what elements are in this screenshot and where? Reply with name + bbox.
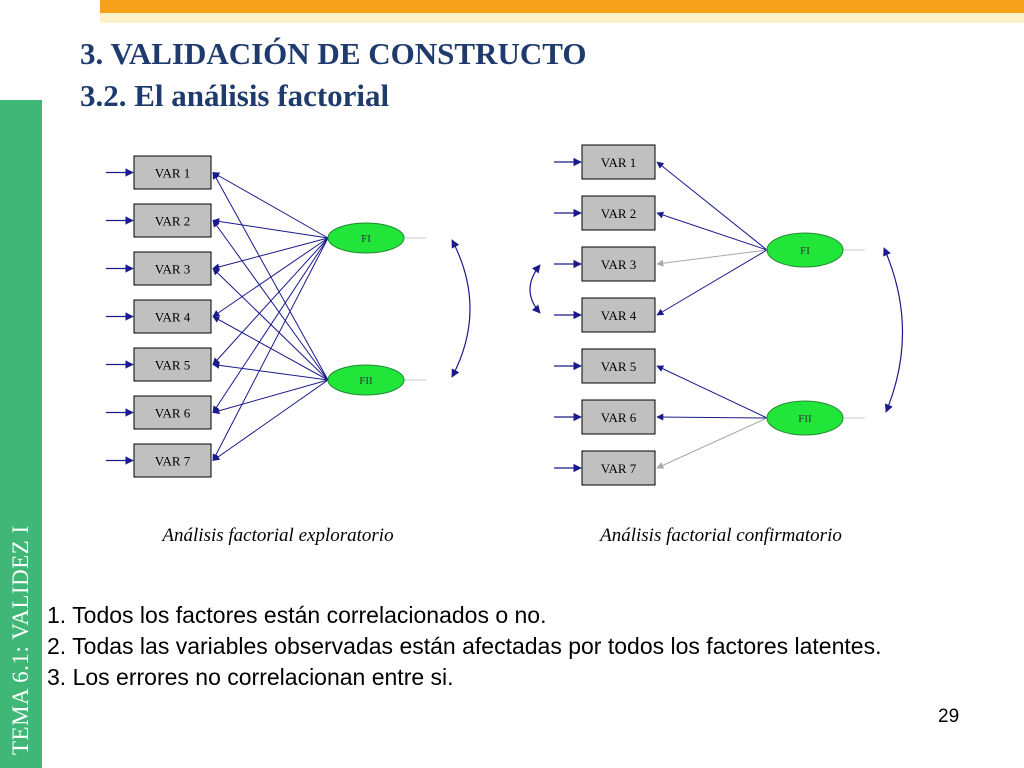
factor-label: FII: [798, 413, 812, 425]
variable-label: VAR 5: [155, 358, 191, 373]
variable-label: VAR 5: [601, 359, 637, 374]
loading-path: [656, 249, 768, 267]
caption-exploratory: Análisis factorial exploratorio: [160, 525, 393, 546]
loading-path: [212, 237, 329, 366]
loading-path: [656, 161, 768, 251]
loading-path: [212, 237, 329, 271]
variable-box: [133, 251, 212, 286]
loading-path: [212, 172, 329, 239]
variable-box: [581, 450, 656, 486]
factor-label: FI: [800, 245, 810, 257]
confirmatory-diagram: VAR 1 VAR 2 VAR 3 VAR 4 VAR 5 VAR 6 VAR 7 FI FII: [529, 144, 904, 486]
loading-path: [212, 219, 329, 381]
correlation-curve: [529, 264, 541, 314]
note-item: 3. Los errores no correlacionan entre si…: [47, 664, 454, 690]
loading-path: [656, 211, 768, 251]
variable-box: [133, 443, 212, 478]
variable-box: [133, 203, 212, 238]
variable-label: VAR 6: [155, 406, 191, 421]
variable-box: [581, 195, 656, 231]
loading-path: [212, 379, 329, 415]
top-accent-bar-light: [100, 13, 1024, 23]
variable-box: [581, 399, 656, 435]
loading-path: [656, 413, 768, 421]
slide-subtitle: 3.2. El análisis factorial: [80, 78, 390, 113]
loading-path: [212, 316, 329, 381]
variable-box: [581, 348, 656, 384]
note-item: 2. Todas las variables observadas están …: [47, 633, 882, 659]
factor-label: FII: [359, 375, 373, 387]
variable-box: [581, 297, 656, 333]
side-bar: [0, 100, 42, 768]
top-accent-bar: [100, 0, 1024, 13]
loading-path: [212, 268, 329, 381]
variable-box: [133, 395, 212, 430]
variable-box: [133, 299, 212, 334]
variable-box: [581, 246, 656, 282]
loading-path: [212, 361, 329, 381]
variable-label: VAR 6: [601, 410, 637, 425]
factor-analysis-diagrams: VAR 1 VAR 2 VAR 3 VAR 4 VAR 5 VAR 6 VAR 7 FI FII…: [106, 144, 904, 546]
caption-confirmatory: Análisis factorial confirmatorio: [598, 525, 842, 546]
slide-title: 3. VALIDACIÓN DE CONSTRUCTO: [80, 36, 587, 71]
loading-path: [212, 237, 329, 414]
loading-path: [212, 217, 329, 239]
loading-path: [212, 237, 329, 462]
loading-path: [212, 171, 329, 381]
note-item: 1. Todos los factores están correlaciona…: [47, 602, 547, 628]
factor-ellipse: [327, 222, 405, 254]
variable-box: [581, 144, 656, 180]
notes-list: 1. Todos los factores están correlaciona…: [47, 600, 947, 693]
variable-label: VAR 4: [155, 310, 191, 325]
variable-label: VAR 7: [155, 454, 191, 469]
variable-label: VAR 1: [155, 166, 191, 181]
variable-box: [133, 155, 212, 190]
variable-label: VAR 2: [601, 206, 637, 221]
variable-label: VAR 3: [601, 257, 637, 272]
factor-ellipse: [327, 364, 405, 396]
loading-path: [656, 417, 768, 469]
variable-label: VAR 3: [155, 262, 191, 277]
loading-path: [212, 379, 329, 461]
page-number: 29: [938, 706, 960, 727]
variable-label: VAR 2: [155, 214, 191, 229]
factor-ellipse: [766, 400, 844, 436]
variable-box: [133, 347, 212, 382]
loading-path: [656, 249, 768, 316]
factor-ellipse: [766, 232, 844, 268]
correlation-curve: [883, 247, 904, 413]
variable-label: VAR 1: [601, 155, 637, 170]
loading-path: [656, 365, 768, 419]
variable-label: VAR 7: [601, 461, 637, 476]
variable-label: VAR 4: [601, 308, 637, 323]
exploratory-diagram: VAR 1 VAR 2 VAR 3 VAR 4 VAR 5 VAR 6 VAR 7 FI FII: [106, 155, 471, 478]
correlation-curve: [451, 239, 471, 378]
factor-label: FI: [361, 233, 371, 245]
